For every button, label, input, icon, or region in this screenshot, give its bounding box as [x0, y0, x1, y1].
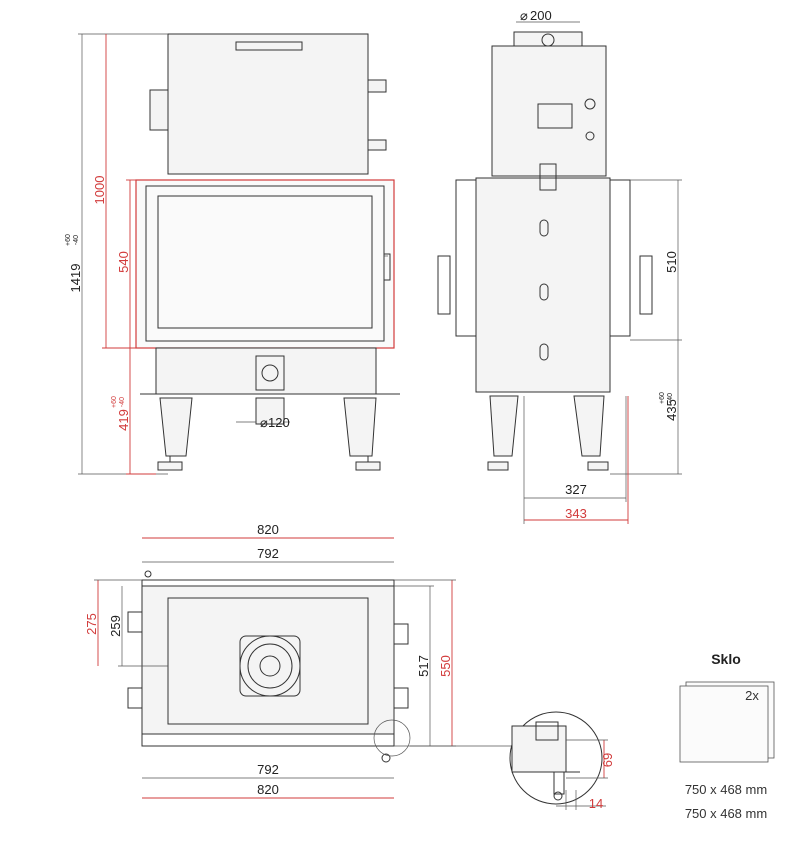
side-bracket: [539, 163, 557, 191]
dim-door-height-side: 510: [664, 251, 679, 273]
dim-outer-width-side: 343: [565, 506, 587, 521]
front-frame: [135, 179, 395, 349]
air-inlet-pipe: [255, 397, 285, 425]
dim-inner-width-bottom: 792: [257, 762, 279, 777]
dim-detail-horizontal: 14: [589, 796, 603, 811]
dim-total-height-tol-down: -40: [73, 235, 80, 245]
dim-door-height-front: 540: [116, 251, 131, 273]
dim-base-height-front: 419: [116, 409, 131, 431]
dim-outer-depth-left: 275: [84, 613, 99, 635]
dim-total-height: 1419: [68, 264, 83, 293]
dim-base-tol-down-front: -40: [119, 397, 126, 407]
front-leg-left: [159, 397, 193, 457]
dim-outer-width-top: 820: [257, 522, 279, 537]
front-flue-collar: [235, 41, 303, 51]
dim-inner-depth: 517: [416, 655, 431, 677]
glass-title: Sklo: [711, 651, 741, 667]
dim-upper-height: 1000: [92, 176, 107, 205]
front-pipe-left: [149, 89, 169, 131]
glass-pane-icon: [679, 685, 769, 763]
side-flue-box: [491, 45, 607, 177]
top-view: [94, 537, 512, 799]
top-body: [141, 585, 395, 735]
side-leg-right: [573, 395, 605, 457]
dim-inner-width-side: 327: [565, 482, 587, 497]
dim-outer-depth: 550: [438, 655, 453, 677]
dim-air-inlet-diameter: 120: [268, 415, 290, 430]
glass-size-2: 750 x 468 mm: [685, 806, 767, 821]
air-inlet-flange: [255, 355, 285, 391]
side-body: [475, 177, 611, 393]
front-flue-box: [167, 33, 369, 175]
dim-flue-diameter-symbol: ⌀: [520, 8, 528, 23]
dim-inner-width-top: 792: [257, 546, 279, 561]
dim-inner-depth-left: 259: [108, 615, 123, 637]
dim-total-height-tol-up: +60: [65, 234, 72, 246]
detail-circle: [509, 711, 603, 805]
dim-detail-vertical: 69: [600, 753, 615, 767]
front-pipe-right-bottom: [367, 139, 387, 151]
front-glass: [157, 195, 373, 329]
side-flange: [537, 103, 573, 129]
glass-count: 2x: [745, 688, 759, 703]
glass-size-1: 750 x 468 mm: [685, 782, 767, 797]
door-handle: [383, 253, 391, 281]
dim-base-height-side: 435: [664, 399, 679, 421]
detail-view: [509, 711, 608, 810]
glass-panel: [679, 681, 775, 763]
front-base: [155, 347, 377, 395]
side-handle-right: [639, 255, 653, 315]
flue-outlet-inner: [247, 643, 293, 689]
side-door-right: [609, 179, 631, 337]
top-inner: [167, 597, 369, 725]
dim-base-tol-up-side: +60: [659, 392, 666, 404]
dim-air-inlet-diameter-symbol: ⌀: [260, 415, 268, 430]
dim-base-tol-down-side: -40: [667, 393, 674, 403]
side-leg-left: [489, 395, 519, 457]
front-leg-right: [343, 397, 377, 457]
front-view: [78, 33, 400, 475]
flue-outlet-center: [259, 655, 281, 677]
dim-outer-width-bottom: 820: [257, 782, 279, 797]
dim-flue-diameter: 200: [530, 8, 552, 23]
front-pipe-right-top: [367, 79, 387, 93]
dim-base-tol-up-front: +60: [111, 396, 118, 408]
side-handle-left: [437, 255, 451, 315]
side-view: [437, 21, 682, 524]
side-door-left: [455, 179, 477, 337]
